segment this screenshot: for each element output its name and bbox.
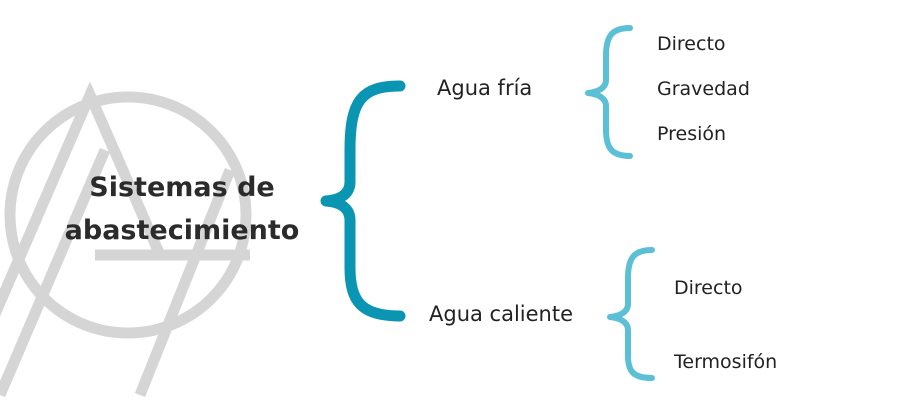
branch-label-agua-caliente: Agua caliente xyxy=(429,302,574,326)
branch-label-agua-fria: Agua fría xyxy=(437,76,533,100)
leaf-directo-fria: Directo xyxy=(657,33,726,55)
leaf-termosifon: Termosifón xyxy=(674,351,778,373)
leaf-directo-caliente: Directo xyxy=(674,277,743,299)
main-brace xyxy=(320,80,406,322)
leaf-presion: Presión xyxy=(657,123,727,145)
sub-brace-agua-fria xyxy=(585,25,633,159)
leaf-gravedad: Gravedad xyxy=(657,78,750,100)
root-label-line1: Sistemas de xyxy=(89,172,275,203)
root-label-line2: abastecimiento xyxy=(64,215,300,246)
root-label: Sistemas de abastecimiento xyxy=(52,166,312,252)
sub-brace-agua-caliente xyxy=(607,247,655,381)
